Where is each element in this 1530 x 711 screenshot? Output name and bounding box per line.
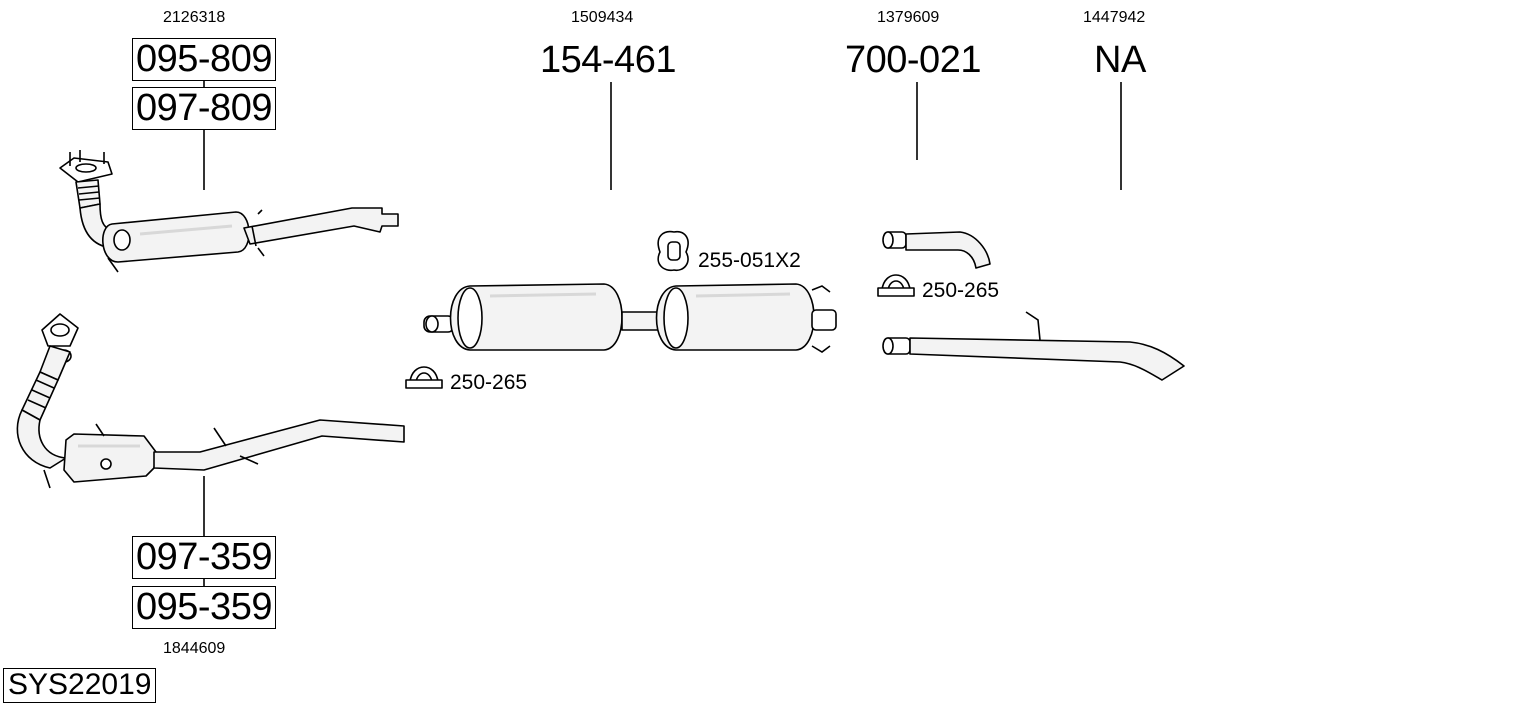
tail-tube	[909, 337, 1185, 381]
hanger-bracket	[811, 285, 831, 293]
front-pipe-bottom-number-2[interactable]: 095-359	[132, 586, 276, 629]
muffler-rear	[655, 283, 815, 351]
inlet-end	[425, 315, 439, 333]
hook	[107, 257, 119, 273]
hanger-rod	[1025, 311, 1041, 341]
front-pipe-top-number-1[interactable]: 095-809	[132, 38, 276, 81]
rear-pipe-bend-drawing	[882, 231, 991, 269]
clamp-left-label[interactable]: 250-265	[450, 371, 528, 394]
hanger-hole	[667, 241, 681, 261]
front-pipe-bottom-number-1[interactable]: 097-359	[132, 536, 276, 579]
center-muffler-ref: 1509434	[571, 9, 634, 26]
muffler-end	[113, 229, 131, 251]
leader-lines	[203, 80, 1122, 586]
flex-ribs	[27, 379, 55, 409]
flex-ribs	[77, 185, 101, 201]
rear-pipe-bend-ref: 1379609	[877, 9, 940, 26]
pipe-opening	[882, 231, 894, 249]
sensor-port	[100, 458, 112, 470]
clamp-bar	[405, 379, 443, 389]
pipe-opening	[882, 337, 894, 355]
center-muffler-number[interactable]: 154-461	[540, 39, 676, 81]
catalytic-converter	[63, 433, 157, 483]
hook	[239, 455, 259, 465]
flange-hole	[75, 163, 97, 173]
muffler-highlight	[139, 224, 233, 236]
front-top-tube	[243, 207, 399, 245]
front-pipe-top-number-2[interactable]: 097-809	[132, 87, 276, 130]
rear-pipe-bend-number[interactable]: 700-021	[845, 39, 981, 81]
tail-pipe-drawing	[882, 311, 1185, 381]
hook	[213, 427, 227, 447]
bend-pipe	[16, 409, 67, 469]
hook	[257, 209, 263, 215]
system-id-box: SYS22019	[3, 668, 157, 703]
front-pipe-top-drawing	[59, 150, 399, 273]
clamp-bar	[877, 287, 915, 297]
tube-clamp	[251, 225, 257, 247]
center-muffler-drawing	[423, 283, 837, 353]
muffler-face	[663, 287, 689, 349]
hanger-bracket	[811, 345, 831, 353]
front-pipe-top-ref: 2126318	[163, 9, 226, 26]
muffler-face	[457, 287, 483, 349]
muffler-front	[449, 283, 623, 351]
bend-pipe	[905, 231, 991, 269]
front-pipe-bottom-drawing	[16, 313, 405, 489]
muffler-highlight	[695, 292, 791, 298]
front-pipe-bottom-ref: 1844609	[163, 640, 226, 657]
outlet-stub	[811, 309, 837, 331]
muffler-highlight	[489, 292, 597, 298]
hook	[43, 469, 51, 489]
hook	[257, 247, 265, 257]
tail-pipe-ref: 1447942	[1083, 9, 1146, 26]
small-muffler	[102, 211, 250, 263]
clamp-left-icon	[405, 366, 443, 389]
clamp-right-icon	[877, 274, 915, 297]
hanger-label[interactable]: 255-051X2	[698, 249, 801, 272]
tail-pipe-number[interactable]: NA	[1094, 39, 1146, 81]
rubber-hanger-icon	[657, 230, 689, 272]
hook	[95, 423, 105, 437]
flange-hole	[50, 323, 70, 337]
front-bottom-tube	[153, 419, 405, 471]
clamp-right-label[interactable]: 250-265	[922, 279, 1000, 302]
